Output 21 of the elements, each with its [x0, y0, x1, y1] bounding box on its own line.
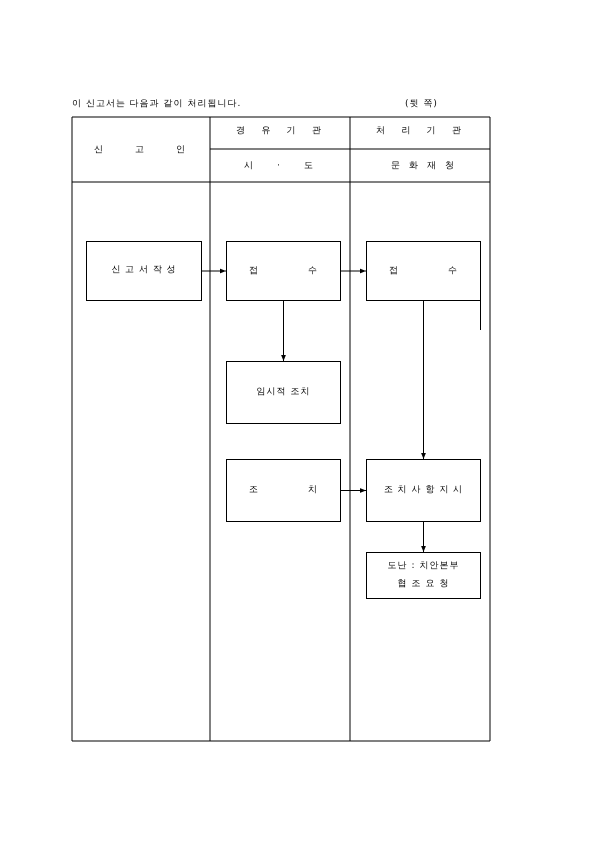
page-note: (뒷 쪽) — [405, 98, 438, 110]
column-heading: 경 유 기 관 — [236, 125, 322, 137]
process-box: 접 수 — [366, 241, 481, 301]
title: 이 신고서는 다음과 같이 처리됩니다. — [72, 98, 242, 110]
process-box: 도난 : 치안본부 협 조 요 청 — [366, 552, 481, 599]
column-heading: 문 화 재 청 — [391, 160, 455, 172]
arrow — [421, 300, 426, 460]
arrow — [340, 268, 366, 274]
process-box: 신 고 서 작 성 — [86, 241, 202, 301]
arrow — [202, 268, 226, 274]
arrow — [281, 300, 286, 362]
arrow — [421, 522, 426, 552]
process-box: 조 치 사 항 지 시 — [366, 459, 481, 522]
process-box: 임시적 조치 — [226, 361, 341, 424]
column-heading: 시 · 도 — [244, 160, 314, 172]
connector-line — [480, 300, 481, 330]
column-heading: 신 고 인 — [94, 144, 186, 156]
process-box: 접 수 — [226, 241, 341, 301]
column-heading: 처 리 기 관 — [376, 125, 462, 137]
arrow — [340, 488, 366, 493]
process-box: 조 치 — [226, 459, 341, 522]
